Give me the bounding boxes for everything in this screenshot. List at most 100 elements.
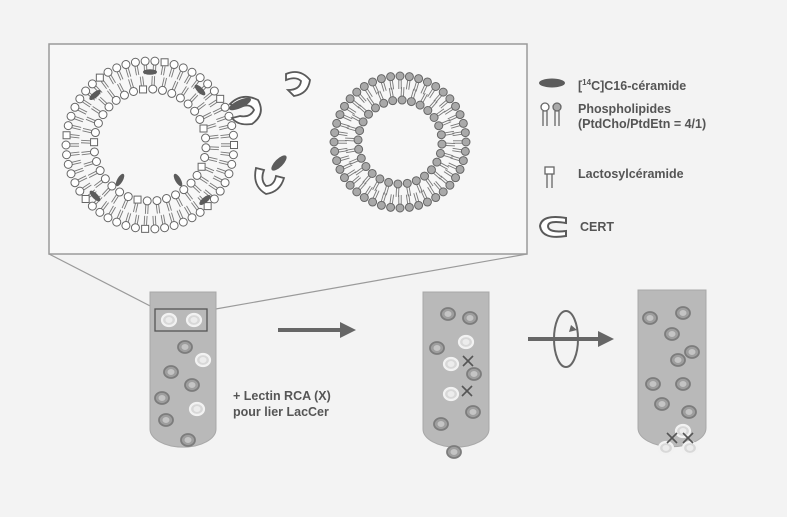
lactosylceramide-head bbox=[231, 142, 238, 149]
phospholipid-head bbox=[122, 221, 130, 229]
phospholipid-head bbox=[360, 194, 368, 202]
phospholipid-icon bbox=[541, 103, 561, 126]
phospholipid-head bbox=[228, 122, 236, 130]
phospholipid-head bbox=[461, 147, 469, 155]
phospholipid-head bbox=[331, 147, 339, 155]
vesicle-lumen bbox=[159, 395, 166, 401]
phospholipid-head bbox=[394, 180, 402, 188]
lipid-tail bbox=[144, 216, 145, 225]
lipid-tail bbox=[155, 216, 156, 225]
phospholipid-head bbox=[108, 182, 116, 190]
phospholipid-head bbox=[204, 80, 212, 88]
phospholipid-head bbox=[88, 80, 96, 88]
phospholipid-head bbox=[456, 165, 464, 173]
lactosylceramide-head bbox=[91, 139, 98, 146]
vesicle-lumen bbox=[163, 417, 170, 423]
vesicle-lumen bbox=[166, 317, 173, 323]
phospholipid-head bbox=[113, 218, 121, 226]
phospholipid-head bbox=[130, 87, 138, 95]
phospholipid-head bbox=[120, 91, 128, 99]
phospholipid-head bbox=[439, 188, 447, 196]
phospholipid-head bbox=[151, 225, 159, 233]
phospholipid-head bbox=[452, 102, 460, 110]
vesicle-lumen bbox=[650, 381, 657, 387]
phospholipid-head bbox=[462, 138, 470, 146]
phospholipid-head bbox=[67, 170, 75, 178]
phospholipid-head bbox=[141, 57, 149, 65]
cert-legend-label: CERT bbox=[580, 220, 614, 235]
phospholipid-head bbox=[143, 197, 151, 205]
phospholipid-head bbox=[228, 160, 236, 168]
phospholipid-head bbox=[76, 95, 84, 103]
phospholipid-head bbox=[99, 111, 107, 119]
ceramide-legend-label: [14C]C16-céramide bbox=[578, 75, 686, 94]
phospholipid-head bbox=[432, 82, 440, 90]
phospholipid-head bbox=[202, 144, 210, 152]
phospholipid-head bbox=[170, 61, 178, 69]
phospholipid-head bbox=[161, 224, 169, 232]
phospholipid-head bbox=[433, 158, 441, 166]
phospholipid-head bbox=[202, 134, 210, 142]
phospholipid-head bbox=[188, 214, 196, 222]
vesicle-lumen bbox=[189, 382, 196, 388]
vesicle-lumen bbox=[448, 391, 455, 397]
phospholipid-head bbox=[210, 195, 218, 203]
vesicle-lumen bbox=[467, 315, 474, 321]
phospholipid-head bbox=[336, 111, 344, 119]
vesicle-lumen bbox=[689, 349, 696, 355]
vesicle-lumen bbox=[445, 311, 452, 317]
phospholipid-head bbox=[153, 197, 161, 205]
vesicle-lumen bbox=[185, 437, 192, 443]
vesicle-lumen bbox=[182, 344, 189, 350]
ceramide-legend-isotope: 14 bbox=[582, 78, 591, 87]
phospholipid-head bbox=[371, 104, 379, 112]
phospholipid-head bbox=[396, 204, 404, 212]
vesicle-lumen bbox=[680, 310, 687, 316]
lactosylceramide-head bbox=[134, 196, 141, 203]
lectin-note-line2: pour lier LacCer bbox=[233, 404, 331, 420]
phospholipid-head bbox=[96, 167, 104, 175]
tube-2 bbox=[423, 292, 489, 458]
phospholipid-head bbox=[459, 157, 467, 165]
phospholipid-head bbox=[407, 98, 415, 106]
phospholipid-head bbox=[71, 179, 79, 187]
phospholipid-head bbox=[122, 61, 130, 69]
lactosylceramide-head bbox=[198, 163, 205, 170]
vesicle-lumen bbox=[451, 449, 458, 455]
phospholipid-head bbox=[438, 140, 446, 148]
cert-icon bbox=[540, 217, 566, 237]
phospholipid-head bbox=[196, 74, 204, 82]
vesicle-lumen bbox=[434, 345, 441, 351]
phospholipid-head bbox=[435, 122, 443, 130]
phospholipid-head bbox=[340, 174, 348, 182]
phospholipid-head bbox=[193, 171, 201, 179]
phospholipid-head bbox=[385, 178, 393, 186]
phospholipid-head bbox=[71, 103, 79, 111]
phospholipid-head bbox=[459, 119, 467, 127]
phospholipid-head bbox=[92, 157, 100, 165]
tube-3 bbox=[638, 290, 706, 454]
phospholipid-head bbox=[180, 186, 188, 194]
lactosylceramide-head bbox=[217, 95, 224, 102]
vesicle-lumen bbox=[686, 409, 693, 415]
phospholipid-head bbox=[368, 169, 376, 177]
lipid-tail bbox=[153, 216, 154, 225]
vesicle-lumen bbox=[168, 369, 175, 375]
phospholipid-head bbox=[216, 187, 224, 195]
phospholipid-head bbox=[354, 136, 362, 144]
lectin-note-line1: + Lectin RCA (X) bbox=[233, 388, 331, 404]
phospholipid-head bbox=[380, 99, 388, 107]
phospholipid-head bbox=[64, 160, 72, 168]
phospholipid-head bbox=[353, 188, 361, 196]
phospholipid-head bbox=[356, 127, 364, 135]
phospholipid-head bbox=[331, 129, 339, 137]
phospholipid-head bbox=[360, 82, 368, 90]
phospholipid-head bbox=[333, 157, 341, 165]
lactosylceramide-head bbox=[63, 132, 70, 139]
phospholipid-head bbox=[90, 148, 98, 156]
phospholipid-head bbox=[376, 175, 384, 183]
phospholipid-head bbox=[437, 131, 445, 139]
phospholipid-head bbox=[415, 201, 423, 209]
phospholipid-head bbox=[346, 181, 354, 189]
